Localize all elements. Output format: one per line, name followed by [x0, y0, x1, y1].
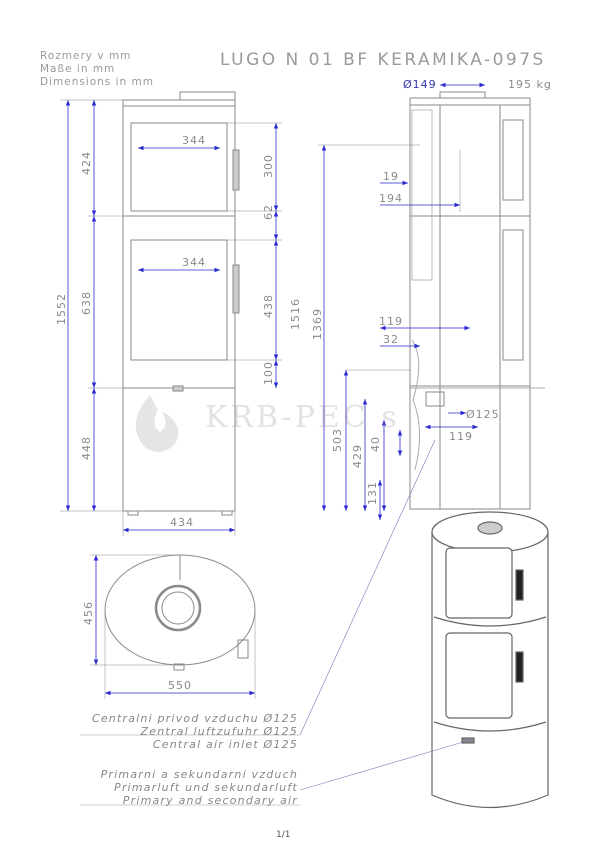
front-body: [122, 105, 236, 512]
note-primary-air-cz: Primarni a sekundarni vzduch: [100, 768, 298, 781]
dim-131: 131: [366, 481, 379, 505]
dim-door2-width: 344: [182, 256, 206, 269]
dim-gap: 62: [262, 204, 275, 220]
top-view: [104, 554, 256, 671]
top-flue-outlet: [154, 584, 202, 632]
units-en: Dimensions in mm: [40, 76, 154, 88]
dim-door1-height: 300: [262, 154, 275, 178]
note-primary-air-en: Primary and secondary air: [122, 794, 298, 807]
dim-19: 19: [383, 170, 399, 183]
top-dimensions: [90, 554, 256, 699]
dim-429: 429: [351, 444, 364, 468]
front-view: [122, 91, 240, 516]
dim-194: 194: [379, 192, 403, 205]
leader-lines: [80, 439, 471, 806]
note-central-air-de: Zentral luftzufuhr Ø125: [140, 725, 298, 738]
stove-3d-view: [431, 511, 549, 809]
drawing-title: LUGO N 01 BF KERAMIKA-097S: [220, 50, 546, 70]
dim-rear-outlet-height: 1369: [311, 308, 324, 340]
note-primary-air: Primarni a sekundarni vzduch Primarluft …: [60, 768, 298, 807]
dim-air-inlet-diameter: Ø125: [466, 408, 500, 421]
front-door-2: [130, 239, 228, 361]
flue-diameter-label: Ø149: [403, 78, 437, 91]
units-note: Rozmery v mm Maße in mm Dimensions in mm: [40, 50, 154, 89]
dim-upper-section: 424: [80, 151, 93, 175]
dim-lower-section: 448: [80, 436, 93, 460]
dim-119-top: 119: [379, 315, 403, 328]
units-de: Maße in mm: [40, 63, 116, 75]
front-door-1: [130, 122, 228, 212]
dim-40: 40: [369, 436, 382, 452]
front-top-cap: [179, 91, 236, 101]
side-flue-collar: [439, 91, 486, 99]
side-body: [409, 104, 531, 510]
note-central-air-en: Central air inlet Ø125: [152, 738, 298, 751]
side-dimensions: [318, 82, 485, 520]
dim-flue-height: 1516: [289, 298, 302, 330]
dim-door1-width: 344: [182, 134, 206, 147]
page-number: 1/1: [276, 830, 291, 840]
side-view: [409, 91, 545, 510]
units-cz: Rozmery v mm: [40, 50, 132, 62]
dim-door2-height: 438: [262, 294, 275, 318]
dim-top-depth: 456: [82, 601, 95, 625]
note-central-air: Centralni privod vzduchu Ø125 Zentral lu…: [60, 712, 298, 751]
dim-32: 32: [383, 333, 399, 346]
dim-bottom-offset: 100: [262, 361, 275, 385]
flame-logo: [135, 395, 179, 452]
weight-label: 195 kg: [508, 78, 552, 91]
dim-total-height: 1552: [55, 293, 68, 325]
watermark-text: KRB-PEC s: [205, 400, 400, 435]
note-central-air-cz: Centralni privod vzduchu Ø125: [91, 712, 298, 725]
dim-503: 503: [331, 428, 344, 452]
dim-top-width: 550: [168, 679, 192, 692]
dim-119-bottom: 119: [449, 430, 473, 443]
note-primary-air-de: Primarluft und sekundarluft: [114, 781, 298, 794]
dim-base-width: 434: [170, 516, 194, 529]
dim-middle-section: 638: [80, 291, 93, 315]
front-dimensions: [60, 99, 282, 536]
